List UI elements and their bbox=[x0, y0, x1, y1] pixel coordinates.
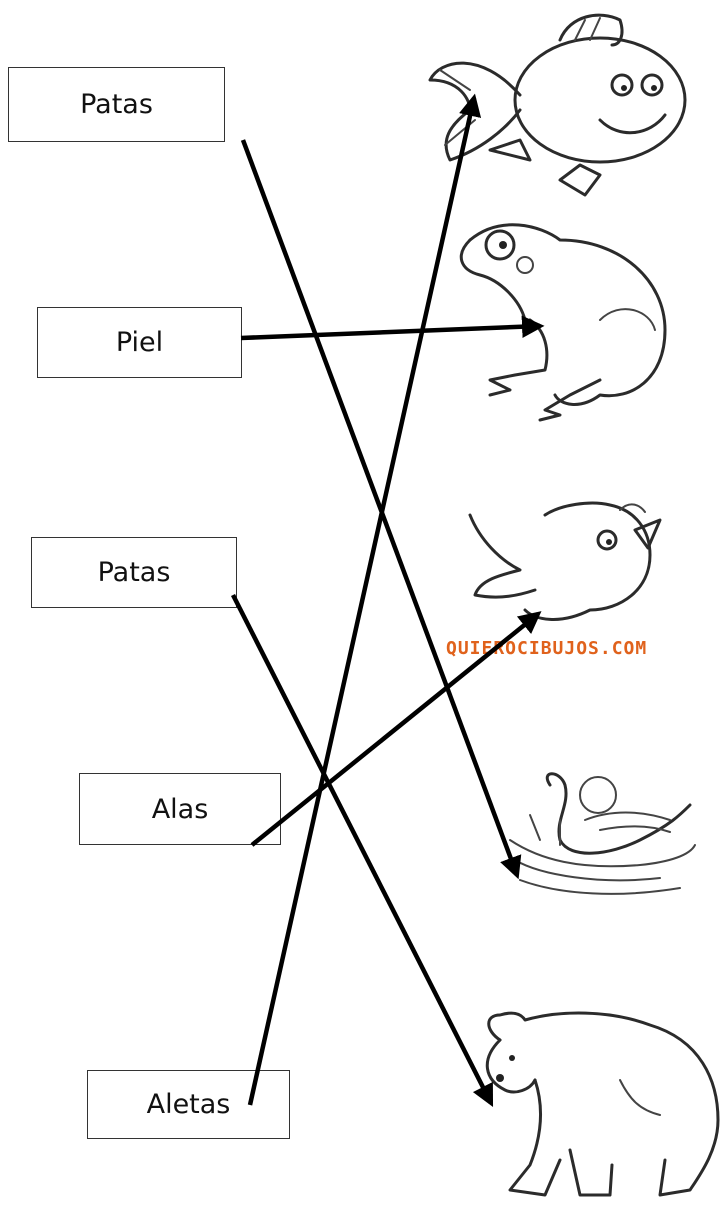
line-patas1-to-swan[interactable] bbox=[243, 140, 517, 875]
line-piel-to-frog[interactable] bbox=[241, 326, 540, 338]
line-patas2-to-bear[interactable] bbox=[233, 595, 491, 1103]
